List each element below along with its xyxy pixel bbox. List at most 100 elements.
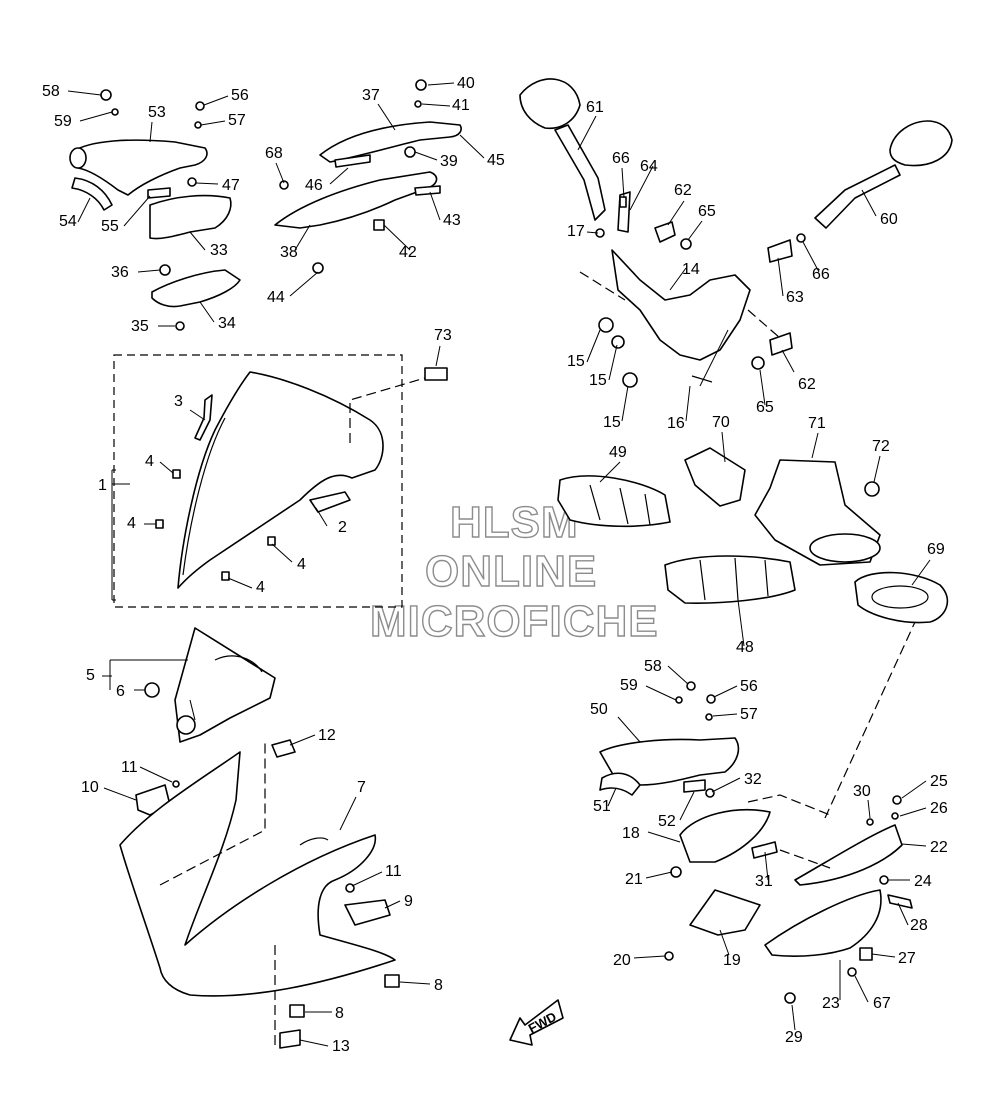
callout-65a: 65 <box>698 203 716 220</box>
leader-line <box>586 231 599 234</box>
screw-47 <box>187 177 197 187</box>
leader-line <box>429 191 441 221</box>
leader-line <box>189 231 206 251</box>
assembly-line-c <box>747 794 831 816</box>
washer-57b <box>705 713 713 721</box>
leader-line <box>721 431 726 463</box>
callout-56a: 56 <box>231 87 249 104</box>
trim-28 <box>887 894 913 909</box>
callout-3: 3 <box>174 393 183 410</box>
assembly-line-69 <box>824 621 916 819</box>
leader-line <box>621 167 625 199</box>
leader-line <box>421 103 451 107</box>
trim-31 <box>751 841 778 859</box>
leader-line <box>351 871 383 887</box>
bolt-58 <box>100 89 112 101</box>
duct-48 <box>664 555 796 604</box>
leader-line <box>873 455 881 483</box>
leader-line <box>329 167 349 185</box>
leader-line <box>199 301 215 323</box>
callout-4a: 4 <box>145 453 154 470</box>
leader-line <box>667 665 689 685</box>
bolt-16 <box>691 375 713 383</box>
grommet-15a <box>598 317 614 333</box>
leader-line <box>377 103 396 131</box>
callout-65b: 65 <box>756 399 774 416</box>
callout-71: 71 <box>808 415 826 432</box>
leader-line <box>897 902 909 926</box>
leader-line <box>811 432 819 459</box>
duct-48-ribs <box>699 557 769 601</box>
callout-66a: 66 <box>612 150 630 167</box>
leader-line <box>899 807 927 817</box>
cover-62b <box>769 332 793 356</box>
leader-line <box>586 329 601 363</box>
clip-12 <box>271 739 296 758</box>
callout-57b: 57 <box>740 706 758 723</box>
leader-line <box>383 224 411 251</box>
seal-66a <box>619 196 627 208</box>
rivet-44 <box>312 262 324 274</box>
windshield-group <box>113 354 448 608</box>
callout-58b: 58 <box>644 658 662 675</box>
callout-33: 33 <box>210 242 228 259</box>
leader-line <box>299 1039 329 1047</box>
leader-line <box>871 953 896 958</box>
callout-labels: 1 2 3 4 4 4 4 5 6 7 8 8 9 10 11 11 12 13… <box>42 75 948 1055</box>
leader-line <box>621 385 629 422</box>
leader-line <box>791 1004 796 1031</box>
bracket-33 <box>149 194 232 240</box>
leader-line <box>911 559 931 586</box>
callout-70: 70 <box>712 414 730 431</box>
callout-10: 10 <box>81 779 99 796</box>
leader-line <box>294 224 311 251</box>
leader-line <box>414 151 438 161</box>
duct-opening-53 <box>69 147 87 169</box>
clip-13 <box>279 1029 301 1049</box>
leader-line <box>685 385 691 422</box>
fwd-label: FWD <box>526 1009 559 1036</box>
mirror-61-arm <box>554 124 606 221</box>
duct-70 <box>684 447 746 507</box>
bolt-68 <box>279 180 289 190</box>
callout-47: 47 <box>222 177 240 194</box>
panel-38 <box>274 171 438 229</box>
callout-68: 68 <box>265 145 283 162</box>
leader-line <box>781 349 795 373</box>
bolt-67 <box>847 967 857 977</box>
callout-18: 18 <box>622 825 640 842</box>
collar-39 <box>404 146 416 158</box>
cover-23 <box>764 889 882 957</box>
callout-51: 51 <box>593 798 611 815</box>
inner-panel-group <box>274 79 462 274</box>
callout-6: 6 <box>116 683 125 700</box>
leader-line <box>289 734 316 746</box>
leader-line <box>667 200 685 226</box>
leader-line <box>633 955 666 959</box>
leader-line <box>607 787 617 807</box>
callout-45: 45 <box>487 152 505 169</box>
callout-42: 42 <box>399 244 417 261</box>
leader-line <box>189 409 206 421</box>
inner-panel-5-opening <box>214 655 263 673</box>
leader-line <box>339 796 357 831</box>
callout-24: 24 <box>914 873 932 890</box>
callout-28: 28 <box>910 917 928 934</box>
fwd-arrow-icon: FWD <box>509 999 564 1046</box>
inner-panel-5-hole <box>176 715 196 735</box>
nut-8b <box>289 1004 305 1018</box>
windshield-1 <box>177 371 384 589</box>
leader-line <box>617 716 641 743</box>
duct-49 <box>557 475 671 528</box>
callout-19: 19 <box>723 952 741 969</box>
callout-62a: 62 <box>674 182 692 199</box>
assembly-line-b <box>747 309 781 339</box>
leader-line <box>459 134 485 159</box>
bracket-2 <box>309 491 351 513</box>
callout-4d: 4 <box>256 579 265 596</box>
right-side-cover-group <box>599 681 913 1004</box>
leader-line <box>271 543 293 563</box>
callout-15a: 15 <box>567 353 585 370</box>
callout-59a: 59 <box>54 113 72 130</box>
